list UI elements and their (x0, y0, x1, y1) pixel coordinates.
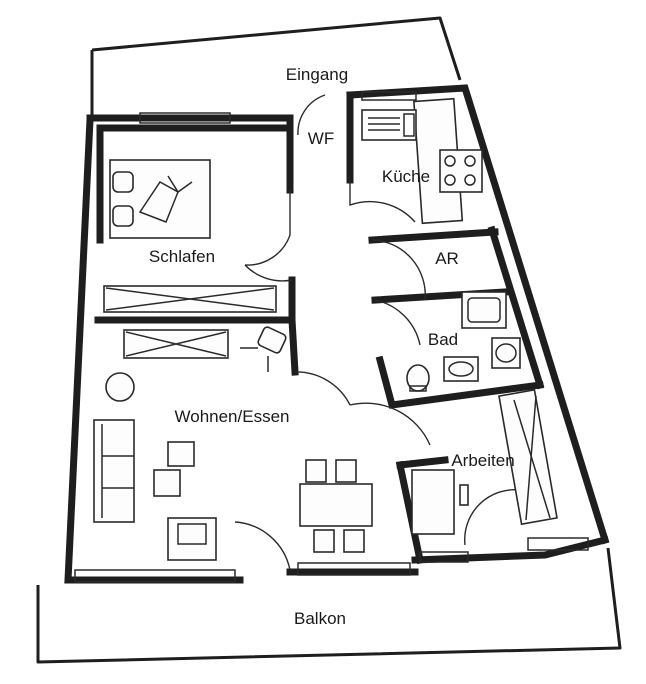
living-furniture (93, 326, 373, 561)
label-wf: WF (308, 129, 334, 148)
label-schlafen: Schlafen (149, 247, 215, 266)
label-kueche: Küche (382, 167, 430, 186)
label-bad: Bad (428, 330, 458, 349)
label-ar: AR (435, 249, 459, 268)
label-balkon: Balkon (294, 609, 346, 628)
kitchen-fixtures (361, 97, 483, 225)
label-eingang: Eingang (286, 65, 348, 84)
room-labels: Eingang WF Küche Schlafen AR Bad Wohnen/… (149, 65, 515, 628)
doors (234, 94, 521, 571)
label-arbeiten: Arbeiten (451, 451, 514, 470)
bedroom-furniture (103, 159, 277, 313)
label-wohnen-essen: Wohnen/Essen (175, 407, 290, 426)
balcony-area (36, 547, 622, 664)
study-furniture (411, 388, 558, 535)
entrance-area (90, 16, 462, 115)
bath-fixtures (406, 291, 521, 392)
windows (74, 91, 589, 583)
